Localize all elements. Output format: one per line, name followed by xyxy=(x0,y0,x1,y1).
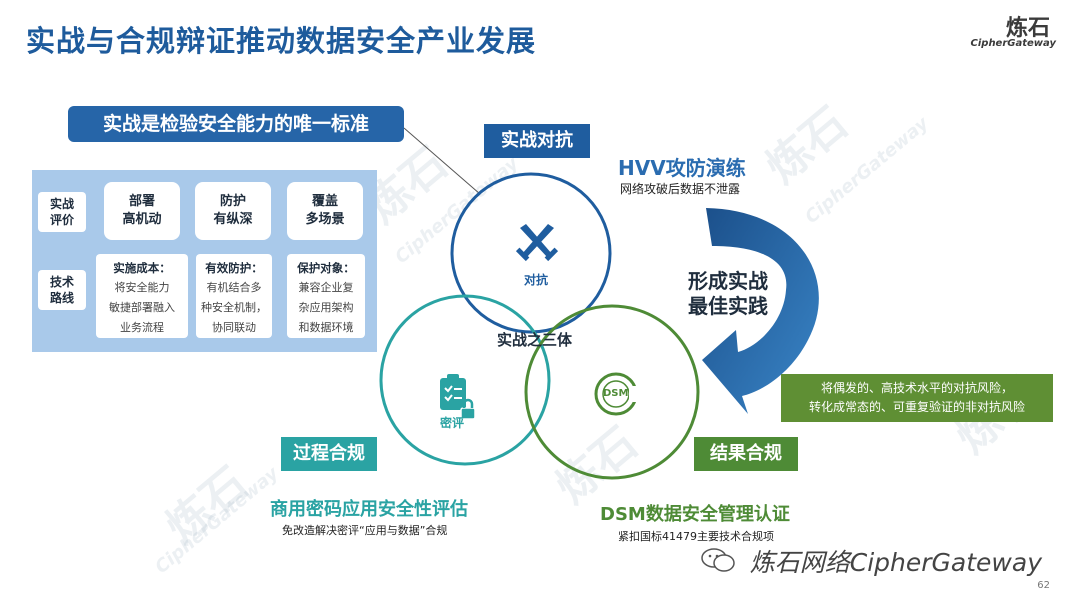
standard-tag: 实战是检验安全能力的唯一标准 xyxy=(68,106,404,142)
detail-line: 协同联动 xyxy=(212,321,256,334)
detail-line: 将安全能力 xyxy=(114,281,170,294)
tag-result-compliance: 结果合规 xyxy=(694,437,798,471)
hvv-title: HVV攻防演练 xyxy=(618,156,746,180)
detail-protection: 有效防护： 有机结合多 种安全机制， 协同联动 xyxy=(196,254,272,338)
label-confrontation: 对抗 xyxy=(524,273,549,287)
detail-heading: 保护对象： xyxy=(297,261,355,275)
label-three-body: 实战之三体 xyxy=(497,331,573,349)
detail-heading: 有效防护： xyxy=(205,261,263,275)
detail-line: 杂应用架构 xyxy=(298,301,354,314)
crossed-swords-icon xyxy=(515,224,559,262)
tag-confrontation: 实战对抗 xyxy=(484,124,590,158)
form-practice-line2: 最佳实践 xyxy=(688,294,768,318)
row-label-tech-route: 技术 路线 xyxy=(38,270,86,310)
detail-line: 兼容企业复 xyxy=(298,281,354,294)
connector-line xyxy=(403,127,481,195)
left-caption-subtitle: 免改造解决密评“应用与数据”合规 xyxy=(282,524,448,537)
circle-confrontation xyxy=(450,172,612,334)
evaluation-panel: 实战 评价 技术 路线 部署 高机动 防护 有纵深 覆盖 多场景 实施成本： 将… xyxy=(32,170,377,352)
label-dsm: DSM xyxy=(603,388,629,399)
right-caption-title: DSM数据安全管理认证 xyxy=(600,504,790,525)
card-defense: 防护 有纵深 xyxy=(195,182,271,240)
clipboard-lock-icon xyxy=(440,374,476,420)
risk-transform-line1: 将偶发的、高技术水平的对抗风险， xyxy=(820,381,1013,395)
wechat-icon xyxy=(701,548,735,572)
detail-line: 和数据环境 xyxy=(298,321,354,334)
risk-transform-line2: 转化成常态的、可重复验证的非对抗风险 xyxy=(808,400,1025,414)
right-caption-subtitle: 紧扣国标41479主要技术合规项 xyxy=(618,530,774,543)
hvv-subtitle: 网络攻破后数据不泄露 xyxy=(620,182,741,196)
brand-logo: 炼石 xyxy=(1005,16,1050,41)
card-deploy: 部署 高机动 xyxy=(104,182,180,240)
detail-line: 敏捷部署融入 xyxy=(109,301,175,314)
page-title: 实战与合规辩证推动数据安全产业发展 xyxy=(26,24,537,58)
label-mi-ping: 密评 xyxy=(440,416,465,430)
row-label-evaluation: 实战 评价 xyxy=(38,192,86,232)
risk-transform-box: 将偶发的、高技术水平的对抗风险， 转化成常态的、可重复验证的非对抗风险 xyxy=(781,374,1053,422)
circle-result-compliance xyxy=(524,304,700,480)
detail-line: 种安全机制， xyxy=(201,301,267,314)
detail-heading: 实施成本： xyxy=(113,261,171,275)
circle-process-compliance xyxy=(379,294,551,466)
brand-logo-en: CipherGateway xyxy=(970,38,1056,49)
detail-line: 业务流程 xyxy=(120,321,164,334)
cycle-arrow xyxy=(702,208,819,414)
left-caption-title: 商用密码应用安全性评估 xyxy=(270,499,468,520)
detail-cost: 实施成本： 将安全能力 敏捷部署融入 业务流程 xyxy=(96,254,188,338)
detail-line: 有机结合多 xyxy=(206,281,262,294)
form-practice-line1: 形成实战 xyxy=(688,269,768,293)
footer-brand: 炼石网络CipherGateway xyxy=(749,548,1042,577)
tag-process-compliance: 过程合规 xyxy=(281,437,377,471)
page-number: 62 xyxy=(1037,580,1050,591)
dsm-icon xyxy=(594,372,639,416)
card-coverage: 覆盖 多场景 xyxy=(287,182,363,240)
detail-target: 保护对象： 兼容企业复 杂应用架构 和数据环境 xyxy=(287,254,365,338)
